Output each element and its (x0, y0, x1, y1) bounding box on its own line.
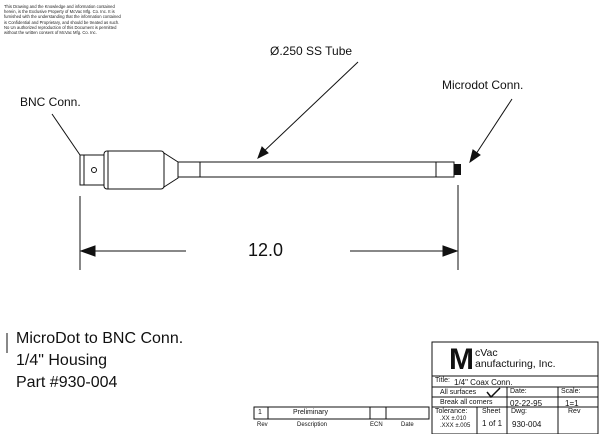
date-column-header: Date (401, 422, 414, 428)
tube-leader-arrow (257, 146, 269, 160)
revision-number: 1 (258, 409, 262, 416)
dimension-length: 12.0 (248, 240, 284, 260)
bnc-leader-line (51, 113, 81, 156)
part-number: Part #930-004 (16, 374, 118, 391)
tube-leader-line (259, 61, 359, 156)
company-name-line1: cVac (475, 347, 498, 359)
dimension-arrow-right (442, 245, 459, 257)
date-value: 02-22-95 (510, 399, 543, 408)
revision-description: Preliminary (293, 409, 329, 416)
microdot-leader-line (473, 98, 513, 158)
tolerance-two-place: .XX ±.010 (440, 416, 467, 422)
ss-tube (177, 161, 455, 178)
tube-callout: Ø.250 SS Tube (270, 44, 353, 58)
title-value: 1/4" Coax Conn. (454, 378, 513, 387)
rev-label: Rev (568, 408, 581, 415)
housing-taper (163, 152, 179, 188)
date-label: Date: (510, 388, 527, 395)
description-column-header: Description (297, 422, 328, 428)
bnc-callout: BNC Conn. (20, 95, 81, 109)
confidentiality-notice: This Drawing and the Knowledge and infor… (4, 4, 121, 36)
ecn-column-header: ECN (370, 422, 383, 428)
tolerance-label: Tolerance: (435, 408, 468, 415)
bnc-housing (103, 150, 165, 190)
rev-column-header: Rev (257, 422, 268, 428)
break-corners-note: Break all corners (440, 399, 493, 406)
microdot-connector (454, 164, 461, 175)
company-name-line2: anufacturing, Inc. (475, 358, 556, 370)
company-logo: M (449, 343, 474, 376)
housing-size: 1/4" Housing (16, 352, 108, 369)
title-label: Title: (435, 377, 450, 384)
revision-table-row (253, 406, 430, 420)
tolerance-three-place: .XXX ±.005 (440, 423, 471, 429)
scale-value: 1=1 (565, 399, 579, 408)
bnc-pin (91, 167, 97, 173)
scale-label: Scale: (561, 388, 581, 395)
part-description: MicroDot to BNC Conn. (16, 330, 184, 347)
sheet-label: Sheet (482, 408, 501, 415)
title-block-frame (431, 341, 599, 434)
microdot-callout: Microdot Conn. (442, 78, 524, 92)
sheet-value: 1 of 1 (482, 419, 503, 428)
microdot-leader-arrow (469, 149, 481, 164)
dwg-number: 930-004 (512, 420, 542, 429)
finish-check-icon (486, 387, 501, 399)
surface-finish-note: All surfaces (440, 389, 477, 396)
dimension-arrow-left (79, 245, 96, 257)
dwg-label: Dwg: (511, 408, 527, 415)
